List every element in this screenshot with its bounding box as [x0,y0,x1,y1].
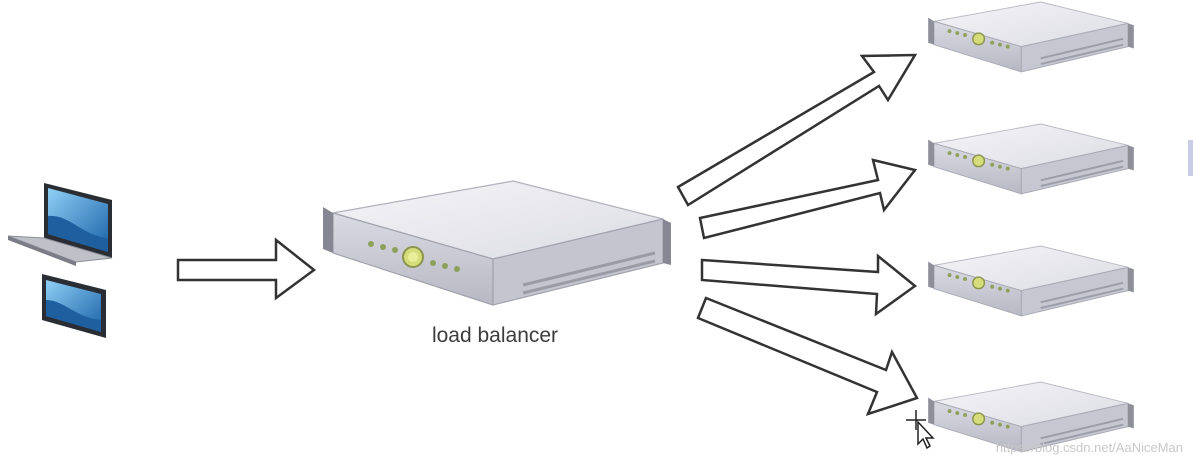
arrow-lb-to-server-2 [698,158,918,240]
watermark-text: https://blog.csdn.net/AaNiceMan [995,440,1183,455]
arrow-lb-to-server-4 [696,296,919,417]
load-balancer-label: load balancer [431,324,559,347]
move-cursor-icon [906,410,935,450]
laptop-icon [7,183,113,266]
tablet-icon [42,274,106,338]
arrow-client-to-lb [176,237,317,301]
backend-server-3 [927,245,1135,317]
backend-server-1 [927,1,1135,73]
arrow-lb-to-server-1 [676,53,918,207]
arrow-lb-to-server-3 [700,253,918,317]
load-balancer-server [323,180,671,306]
backend-server-2 [927,123,1135,195]
scrollbar-edge [1188,140,1193,176]
